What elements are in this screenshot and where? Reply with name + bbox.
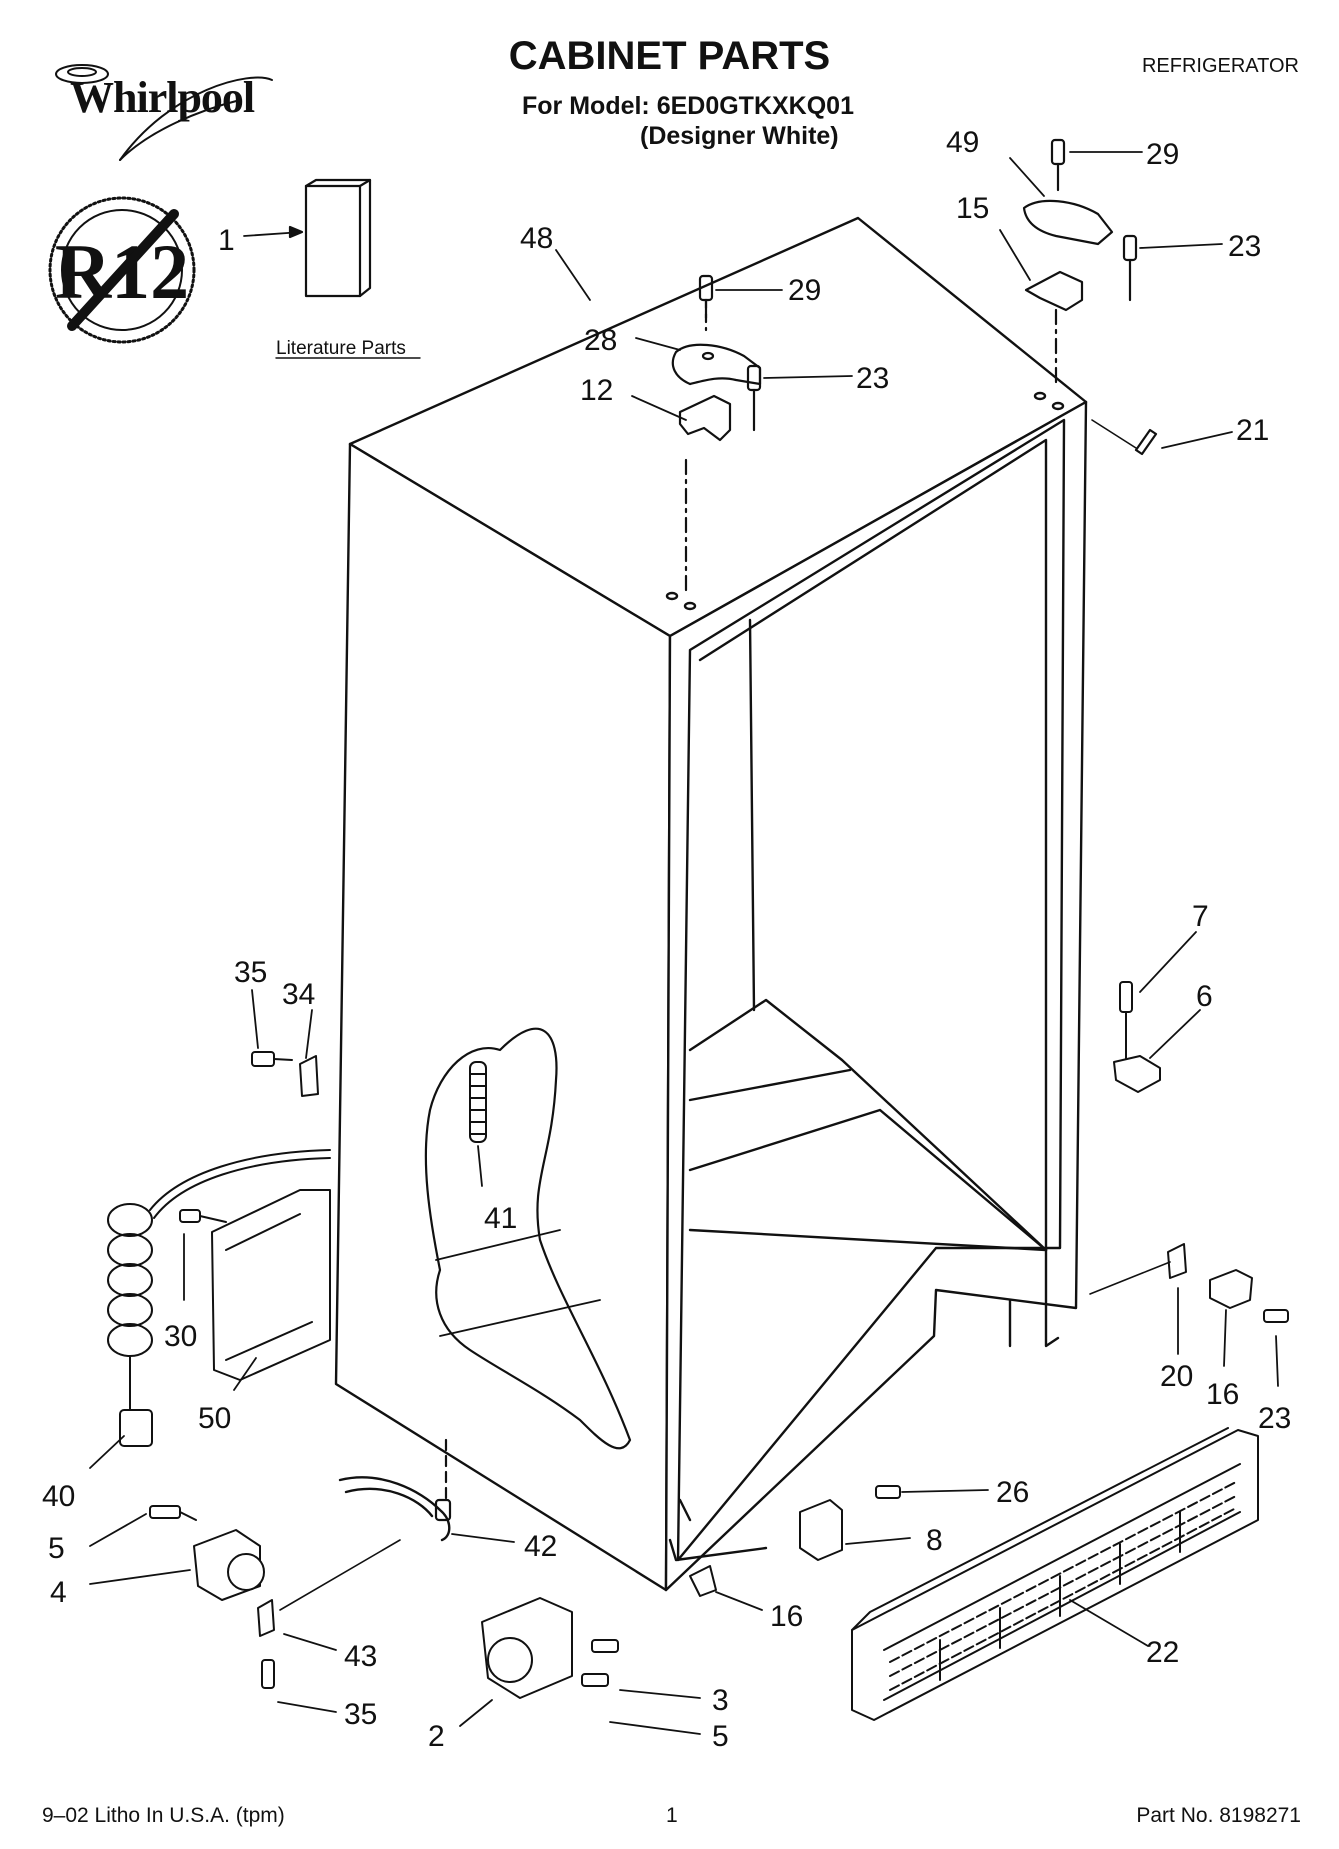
- cord-clip-screw: [251, 1051, 319, 1097]
- callout-49: 49: [946, 126, 979, 159]
- drain-spring: [469, 1061, 487, 1143]
- callout-29-top-right: 29: [1146, 138, 1179, 171]
- callout-15: 15: [956, 192, 989, 225]
- grille-clip: [799, 1485, 901, 1561]
- front-roller: [149, 1505, 275, 1689]
- callout-40: 40: [42, 1480, 75, 1513]
- top-hinge-right: [1022, 138, 1138, 388]
- top-hinge-left: [671, 274, 762, 592]
- compressor-panel: [179, 1189, 331, 1381]
- callout-26: 26: [996, 1476, 1029, 1509]
- callout-16-bottom: 16: [770, 1600, 803, 1633]
- callout-43: 43: [344, 1640, 377, 1673]
- insulation-cutaway: [424, 1027, 632, 1450]
- callout-23-top-right: 23: [1228, 230, 1261, 263]
- rear-roller-bracket: [481, 1597, 619, 1699]
- callout-29-top-center: 29: [788, 274, 821, 307]
- callout-7: 7: [1192, 900, 1209, 933]
- callout-3: 3: [712, 1684, 729, 1717]
- callout-12: 12: [580, 374, 613, 407]
- right-base-hardware: [1089, 1243, 1289, 1323]
- callout-6: 6: [1196, 980, 1213, 1013]
- callout-35-bottom: 35: [344, 1698, 377, 1731]
- callout-41: 41: [484, 1202, 517, 1235]
- callout-5-left: 5: [48, 1532, 65, 1565]
- callout-30: 30: [164, 1320, 197, 1353]
- callout-21: 21: [1236, 414, 1269, 447]
- no-r12-icon: R12: [48, 196, 196, 344]
- callout-5-bottom: 5: [712, 1720, 729, 1753]
- callout-34: 34: [282, 978, 315, 1011]
- callout-48: 48: [520, 222, 553, 255]
- callout-4: 4: [50, 1576, 67, 1609]
- callout-23-top-center: 23: [856, 362, 889, 395]
- lower-hinge-bracket: [1113, 981, 1161, 1093]
- literature-parts-label: Literature Parts: [276, 338, 406, 359]
- base-grille: [851, 1427, 1259, 1721]
- callout-22: 22: [1146, 1636, 1179, 1669]
- logo-swoosh: [55, 64, 273, 161]
- callout-16-right: 16: [1206, 1378, 1239, 1411]
- callout-28: 28: [584, 324, 617, 357]
- door-stop-pin: [1134, 428, 1158, 456]
- callout-8: 8: [926, 1524, 943, 1557]
- footer-print-info: 9–02 Litho In U.S.A. (tpm): [42, 1804, 285, 1827]
- callout-50: 50: [198, 1402, 231, 1435]
- callout-23-right: 23: [1258, 1402, 1291, 1435]
- model-variant: (Designer White): [640, 122, 839, 150]
- page-title: CABINET PARTS: [508, 34, 831, 78]
- power-cord-assembly: [107, 1149, 331, 1447]
- model-line: For Model: 6ED0GTKXKQ01: [522, 92, 854, 120]
- literature-booklet: [243, 178, 372, 298]
- leader-arrows: [89, 151, 1279, 1735]
- callout-42: 42: [524, 1530, 557, 1563]
- callout-labels: 1 48 49 29 15 23 29 28 23 12 21 7 6 35 3…: [42, 126, 1291, 1753]
- callout-2: 2: [428, 1720, 445, 1753]
- callout-1: 1: [218, 224, 235, 257]
- callout-35-left: 35: [234, 956, 267, 989]
- callout-20: 20: [1160, 1360, 1193, 1393]
- footer-part-number: Part No. 8198271: [1136, 1804, 1301, 1827]
- drain-tube: [338, 1476, 451, 1542]
- footer-page-number: 1: [666, 1804, 678, 1827]
- product-category: REFRIGERATOR: [1141, 55, 1299, 77]
- leveling-bracket: [689, 1565, 717, 1597]
